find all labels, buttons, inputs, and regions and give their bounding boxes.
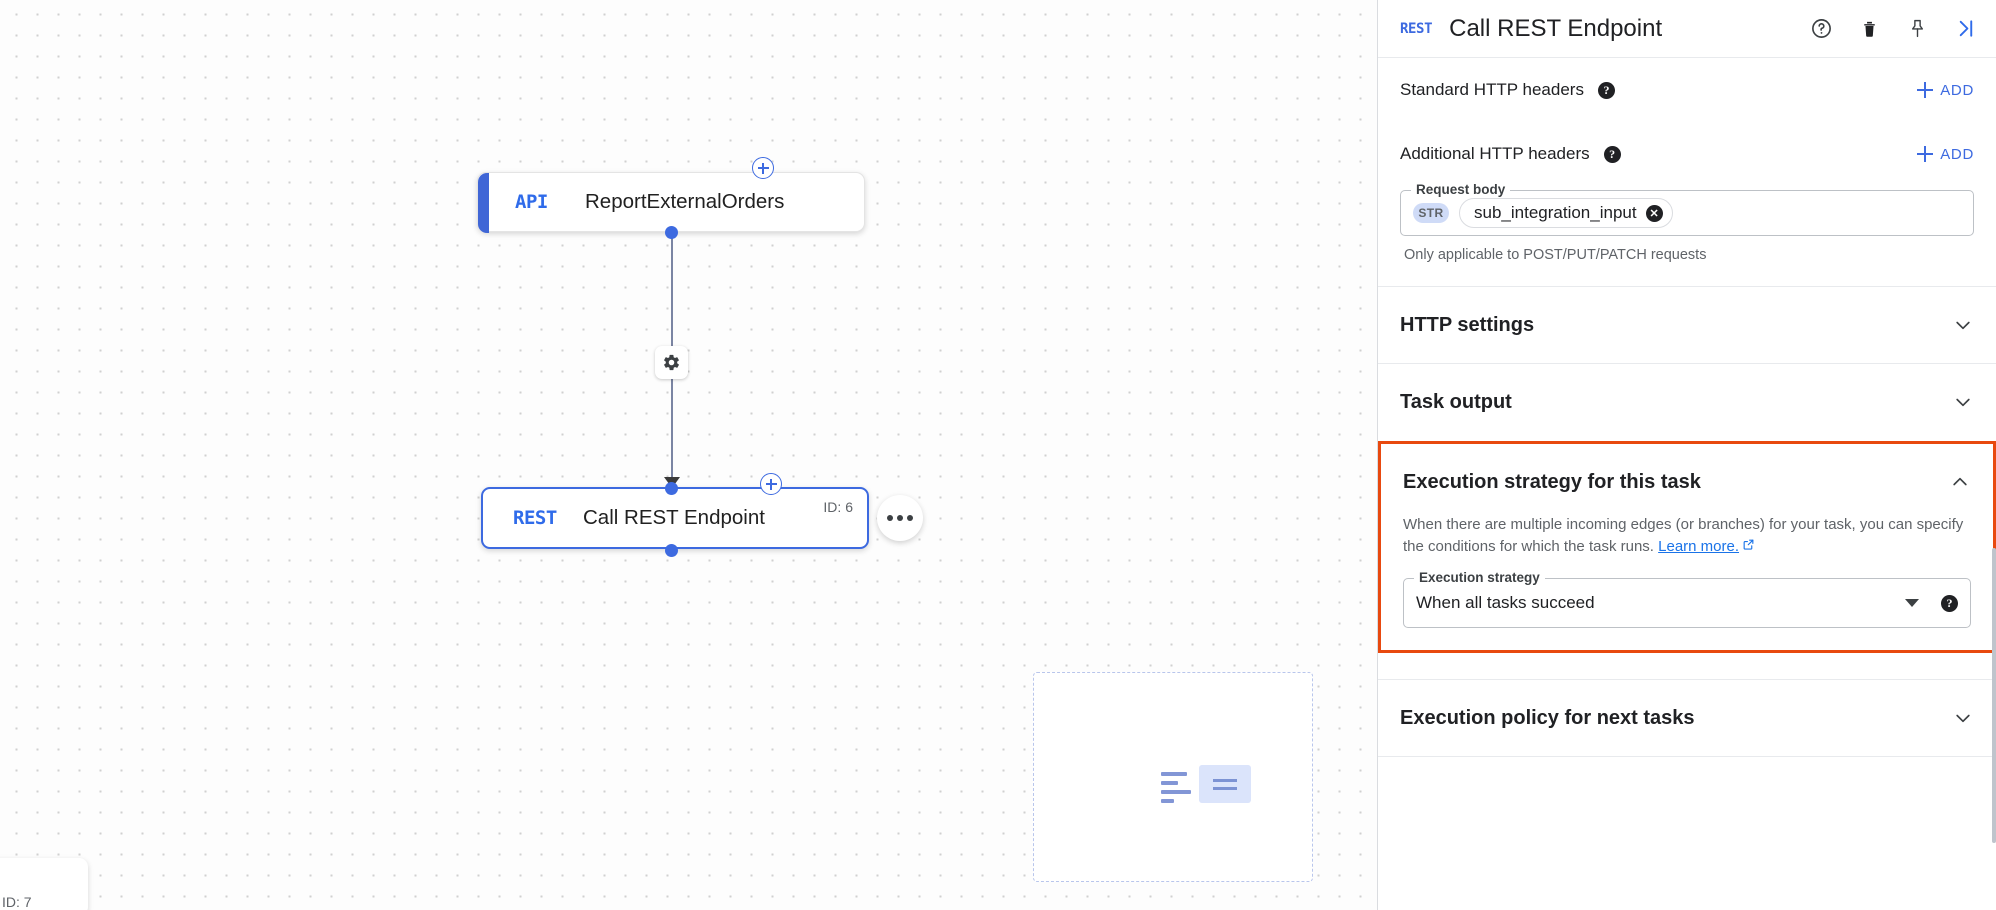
standard-http-headers-row: Standard HTTP headers ? ADD [1378,58,1996,122]
bar [1161,790,1191,794]
chevron-down-icon[interactable] [1952,391,1974,413]
canvas-node-partial[interactable]: ID: 7 [0,858,88,910]
node-output-port[interactable] [665,544,678,557]
section-title: Execution strategy for this task [1403,470,1701,493]
node-output-port[interactable] [665,226,678,239]
node-id-label: ID: 7 [2,894,32,910]
panel-body[interactable]: Standard HTTP headers ? ADD Additional H… [1378,58,1996,910]
trash-icon[interactable] [1856,16,1882,42]
canvas-preview-placeholder [1033,672,1313,882]
execution-strategy-select[interactable]: Execution strategy When all tasks succee… [1403,570,1971,628]
chip-line [1213,786,1237,790]
section-http-settings[interactable]: HTTP settings [1378,287,1996,363]
section-title: Task output [1400,390,1512,413]
execution-strategy-value: When all tasks succeed [1416,593,1595,612]
chevron-down-icon[interactable] [1905,599,1919,607]
divider [1378,286,1996,287]
canvas-node-report-external-orders[interactable]: API ReportExternalOrders [477,172,865,233]
panel-header-actions [1808,16,1978,42]
pin-icon[interactable] [1904,16,1930,42]
node-overflow-menu-button[interactable] [877,495,923,541]
description-text: When there are multiple incoming edges (… [1403,516,1964,555]
bar [1161,799,1174,803]
request-body-variable-chip[interactable]: sub_integration_input ✕ [1459,198,1673,228]
divider [1378,363,1996,364]
chevron-down-icon[interactable] [1952,707,1974,729]
section-task-output[interactable]: Task output [1378,364,1996,440]
node-type-badge: API [515,191,548,213]
placeholder-chip [1199,765,1251,803]
add-label: ADD [1940,81,1974,99]
variable-type-chip: STR [1413,203,1449,223]
divider [1378,679,1996,680]
external-link-icon[interactable] [1742,538,1755,555]
section-title: HTTP settings [1400,313,1535,336]
dot [907,515,913,521]
execution-strategy-description: When there are multiple incoming edges (… [1381,514,1993,558]
add-standard-header-button[interactable]: ADD [1917,82,1974,99]
bar [1161,772,1187,776]
execution-strategy-legend: Execution strategy [1414,570,1545,585]
dot [897,515,903,521]
panel-scrollbar[interactable] [1992,548,1996,843]
placeholder-glyph-icon [1161,765,1251,803]
section-execution-policy[interactable]: Execution policy for next tasks [1378,680,1996,756]
dot [887,515,893,521]
help-circle-icon[interactable] [1808,16,1834,42]
section-title: Execution policy for next tasks [1400,706,1695,729]
remove-variable-icon[interactable]: ✕ [1645,204,1663,222]
node-id-label: ID: 6 [823,499,853,515]
execution-strategy-section-highlight: Execution strategy for this task When th… [1378,441,1996,653]
node-title: Call REST Endpoint [583,506,765,529]
chip-line [1213,778,1237,782]
additional-http-headers-row: Additional HTTP headers ? ADD [1378,122,1996,186]
bar [1161,781,1178,785]
panel-title: Call REST Endpoint [1449,14,1663,42]
placeholder-bars [1161,772,1191,803]
plus-icon [1917,82,1934,98]
learn-more-link[interactable]: Learn more. [1658,538,1740,555]
collapse-right-icon[interactable] [1952,16,1978,42]
help-icon[interactable]: ? [1603,145,1621,163]
additional-http-headers-label: Additional HTTP headers [1400,144,1590,163]
plus-icon [1917,146,1934,162]
help-icon[interactable]: ? [1597,81,1615,99]
variable-name: sub_integration_input [1474,203,1637,222]
standard-http-headers-label: Standard HTTP headers [1400,80,1584,99]
chevron-up-icon[interactable] [1949,471,1971,493]
panel-header: REST Call REST Endpoint [1378,0,1996,58]
section-execution-strategy[interactable]: Execution strategy for this task [1381,444,1993,520]
divider [1378,756,1996,757]
help-icon[interactable]: ? [1941,594,1958,612]
request-body-field[interactable]: Request body STR sub_integration_input ✕ [1400,182,1974,236]
add-additional-header-button[interactable]: ADD [1917,146,1974,163]
chevron-down-icon[interactable] [1952,314,1974,336]
node-input-port[interactable] [665,482,678,495]
workflow-canvas[interactable]: API ReportExternalOrders REST Call REST … [0,0,1377,910]
task-config-panel: REST Call REST Endpoint [1377,0,1996,910]
node-type-badge: REST [513,507,557,529]
canvas-node-call-rest-endpoint[interactable]: REST Call REST Endpoint ID: 6 [481,487,869,549]
add-label: ADD [1940,145,1974,163]
panel-task-type-badge: REST [1400,20,1433,37]
edge-settings-gear-icon[interactable] [655,346,688,379]
add-node-button-api[interactable] [752,157,774,179]
add-node-button-rest[interactable] [760,473,782,495]
node-title: ReportExternalOrders [585,190,785,213]
request-body-hint: Only applicable to POST/PUT/PATCH reques… [1404,247,1707,263]
request-body-legend: Request body [1411,182,1511,197]
